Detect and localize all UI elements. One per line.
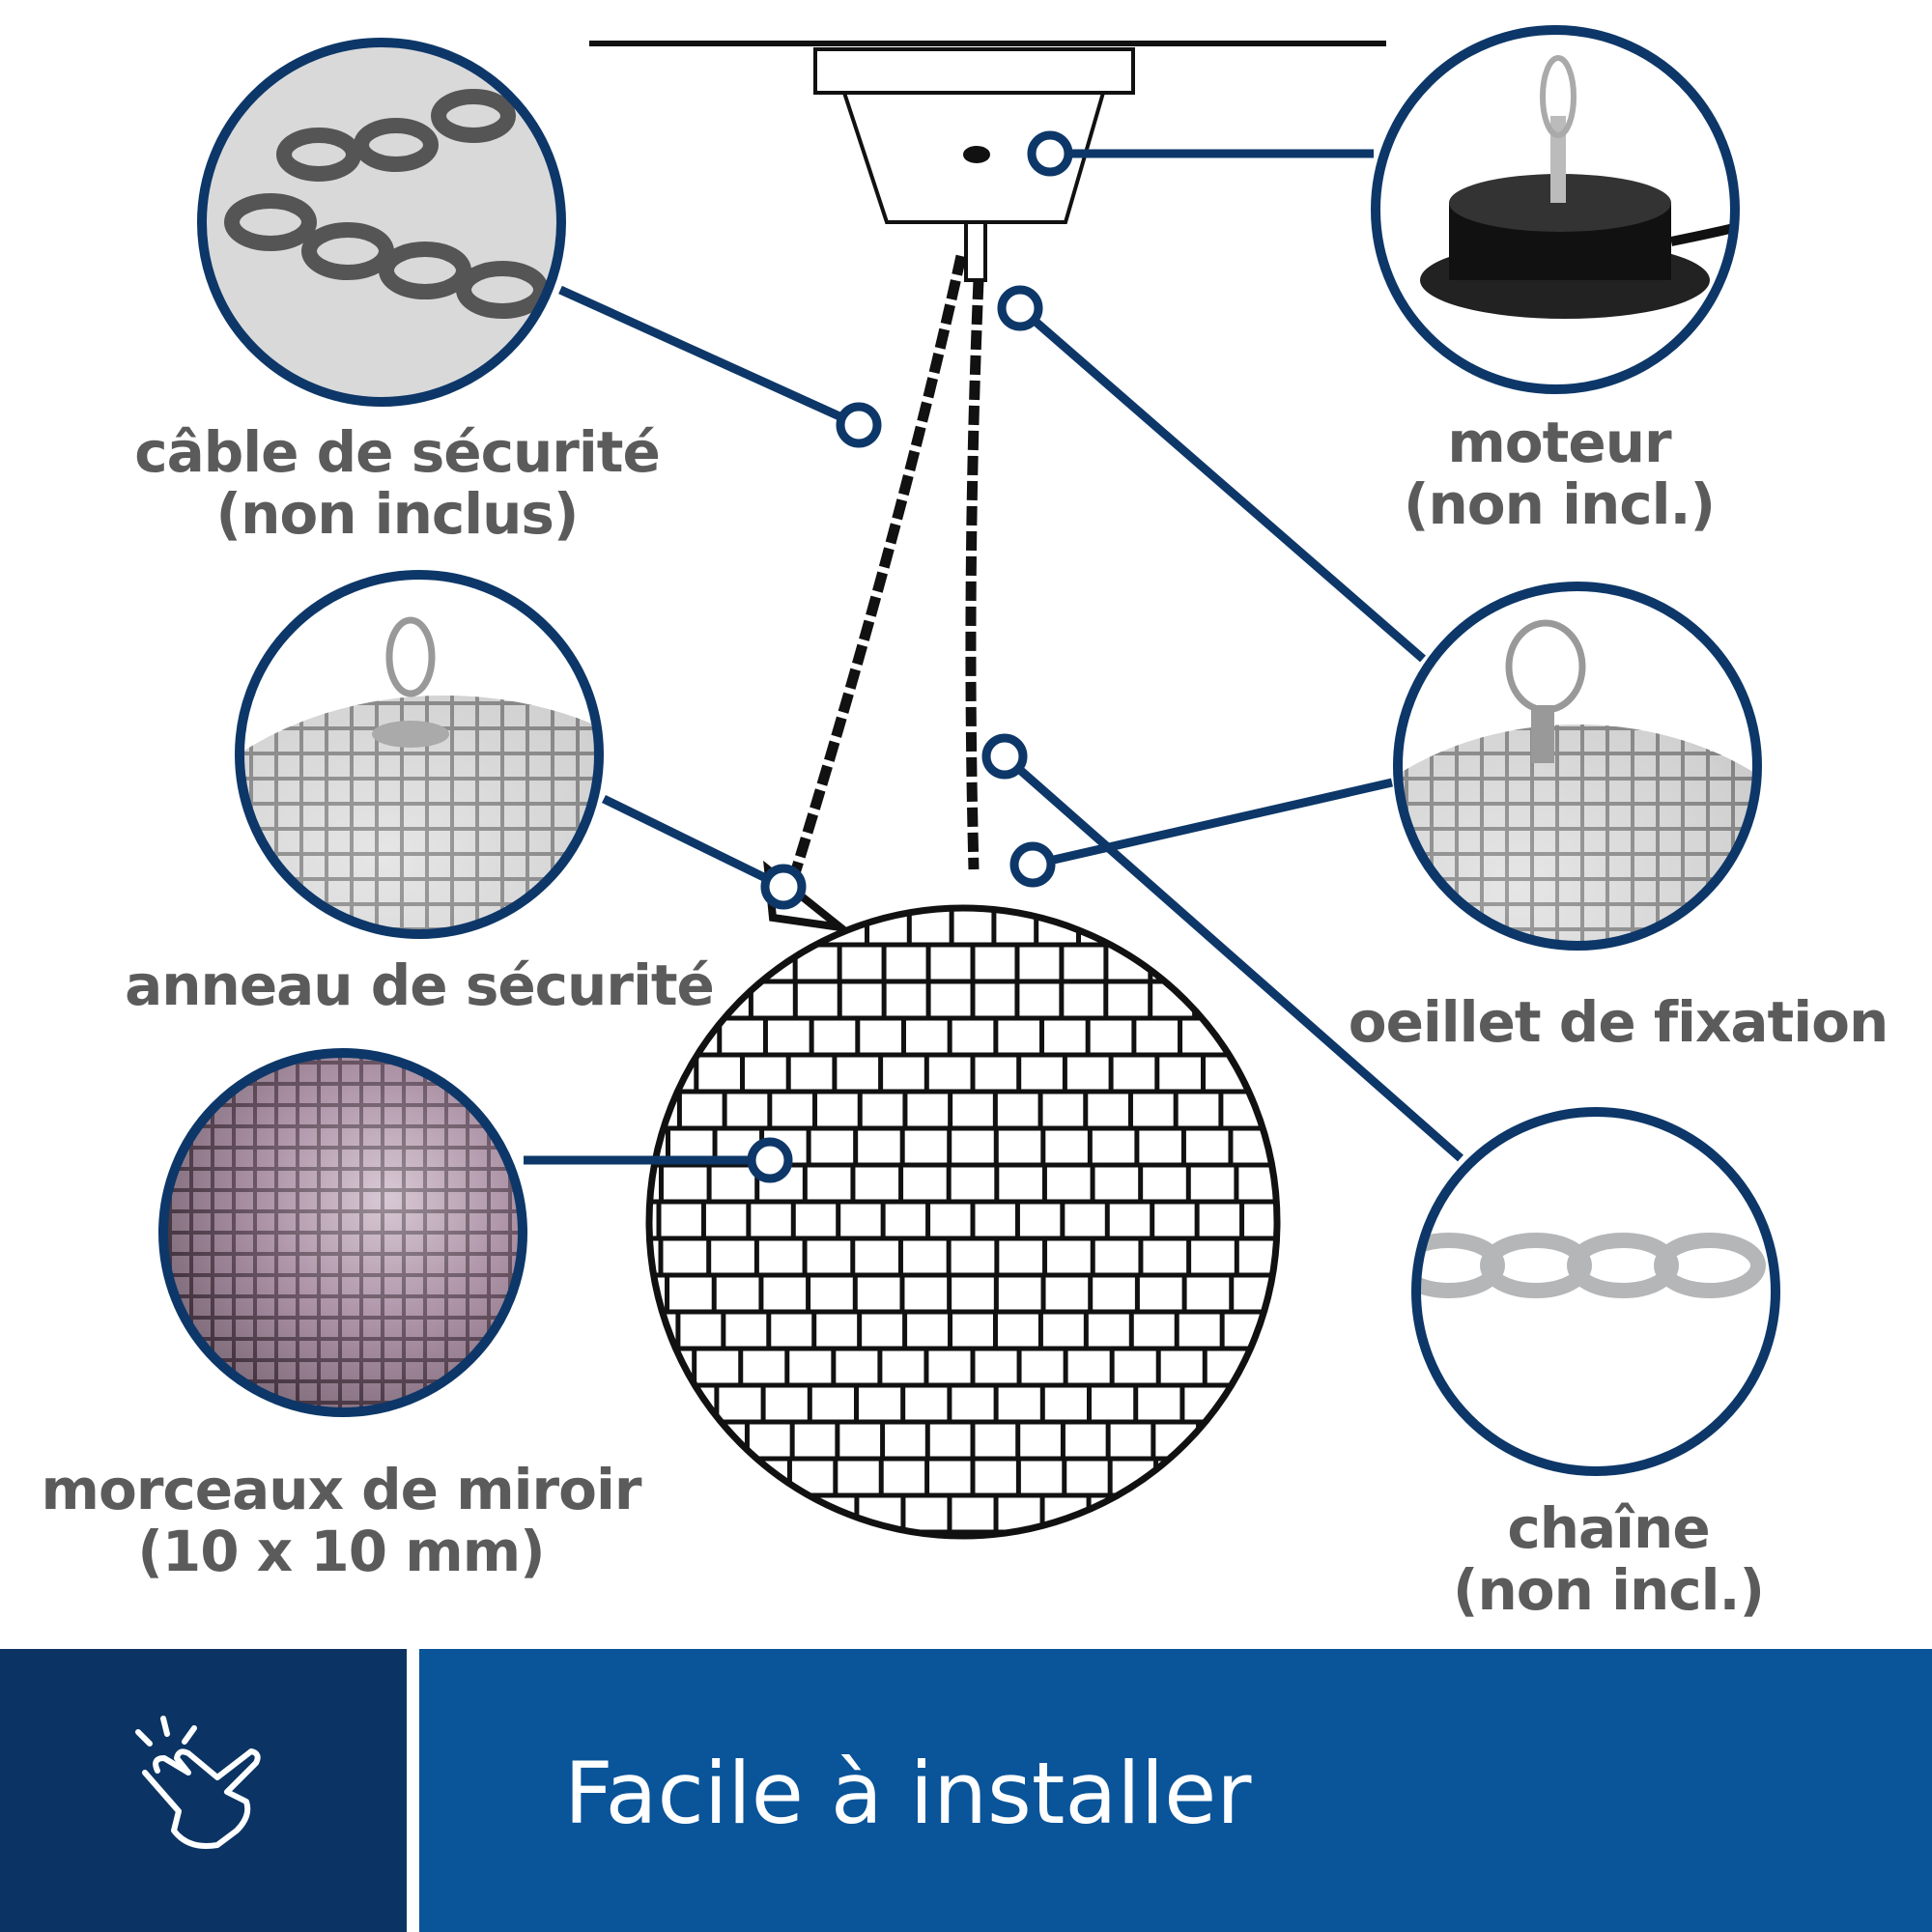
photo-mirror-pieces (158, 1048, 527, 1417)
banner: Facile à installer (419, 1649, 1932, 1932)
label-line: câble de sécurité (134, 419, 661, 485)
photo-safety-cable (197, 38, 566, 407)
photo-eyelet (1393, 582, 1762, 951)
motor-drawing (589, 41, 1386, 282)
label-line: moteur (1447, 410, 1671, 475)
label-chain: chaîne (non incl.) (1452, 1495, 1765, 1623)
label-line: oeillet de fixation (1348, 989, 1889, 1055)
label-eyelet: oeillet de fixation (1349, 991, 1889, 1053)
label-line: (non incl.) (1403, 471, 1716, 537)
photo-safety-ring (235, 570, 604, 939)
label-line: (non inclus) (215, 481, 580, 547)
label-motor: moteur (non incl.) (1403, 410, 1716, 537)
label-line: (non incl.) (1452, 1557, 1765, 1623)
label-line: chaîne (1507, 1495, 1710, 1561)
banner-text: Facile à installer (564, 1744, 1252, 1843)
label-line: anneau de sécurité (125, 952, 715, 1018)
label-line: (10 x 10 mm) (137, 1519, 545, 1584)
label-safety-ring: anneau de sécurité (125, 952, 715, 1018)
label-safety-cable: câble de sécurité (non inclus) (134, 419, 661, 547)
tap-hand-icon (135, 1716, 261, 1849)
photo-motor (1371, 25, 1740, 394)
disco-ball-drawing (645, 904, 1281, 1540)
label-line: morceaux de miroir (41, 1457, 642, 1522)
label-mirror-pieces: morceaux de miroir (10 x 10 mm) (41, 1457, 642, 1584)
callout-lines (524, 130, 1463, 1183)
hanging-chains (781, 254, 984, 900)
photo-chain (1411, 1107, 1780, 1476)
banner-icon-panel (0, 1649, 407, 1932)
